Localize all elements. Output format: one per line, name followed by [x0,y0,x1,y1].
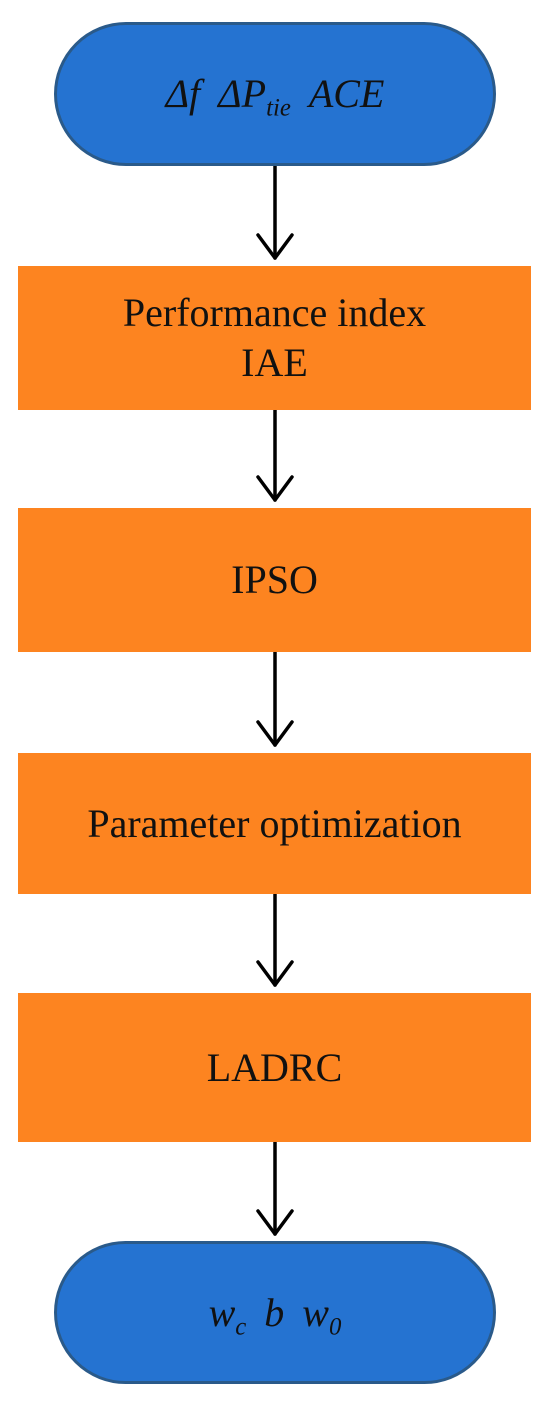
step-performance-index: Performance index IAE [18,266,531,410]
step-performance-index-line2: IAE [241,340,308,385]
b-symbol: b [264,1289,285,1335]
delta-p-tie-symbol: ΔPtie [218,71,291,122]
arrow-ladrc-to-end [256,1140,294,1236]
ace-symbol: ACE [308,71,385,116]
arrow-ipso-to-parameter-optimization [256,650,294,747]
w0-symbol: w0 [302,1289,342,1341]
arrow-start-to-performance-index [256,164,294,260]
step-ipso-label: IPSO [231,557,318,602]
delta-f-symbol: Δf [165,71,201,116]
step-performance-index-line1: Performance index [122,290,427,335]
step-parameter-optimization: Parameter optimization [18,753,531,894]
start-terminal: Δf ΔPtie ACE [54,22,496,166]
arrow-performance-index-to-ipso [256,408,294,502]
start-terminal-label: Δf ΔPtie ACE [165,69,385,122]
step-ladrc: LADRC [18,993,531,1142]
arrow-parameter-optimization-to-ladrc [256,892,294,987]
wc-symbol: wc [208,1289,247,1341]
step-parameter-optimization-label: Parameter optimization [87,800,462,846]
step-ladrc-label: LADRC [206,1044,343,1090]
step-ipso: IPSO [18,508,531,652]
